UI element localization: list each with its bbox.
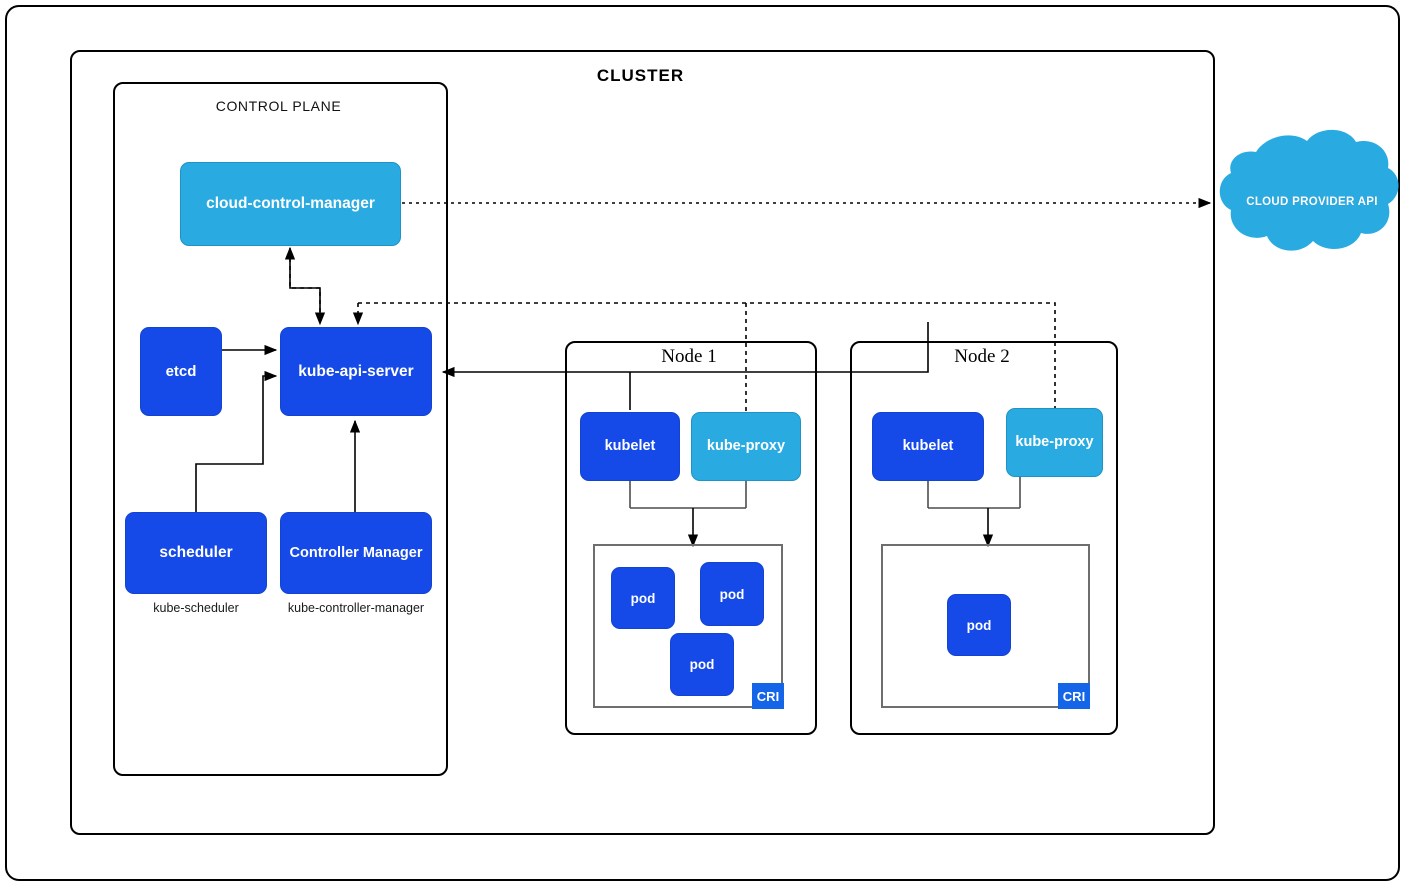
component-kube-api-server[interactable]: kube-api-server: [280, 327, 432, 416]
pod-label: pod: [966, 617, 992, 633]
component-label: kube-api-server: [298, 362, 414, 380]
cloud-provider-api-shape[interactable]: [1219, 129, 1399, 251]
component-etcd[interactable]: etcd: [140, 327, 222, 416]
component-label: Controller Manager: [289, 544, 423, 561]
caption-kube-controller-manager: kube-controller-manager: [287, 601, 425, 615]
control-plane-frame: [113, 82, 448, 776]
component-controller-manager[interactable]: Controller Manager: [280, 512, 432, 594]
node-2-kubelet[interactable]: kubelet: [872, 412, 984, 481]
outer-frame: [5, 5, 1400, 881]
component-label: cloud-control-manager: [206, 195, 375, 213]
node-component-label: kubelet: [902, 438, 954, 455]
node-1-pod-2[interactable]: pod: [700, 562, 764, 626]
pod-label: pod: [719, 586, 745, 602]
component-label: etcd: [165, 362, 197, 380]
node-1-cri-zone: [593, 544, 783, 708]
component-cloud-control-manager[interactable]: cloud-control-manager: [180, 162, 401, 246]
node-component-label: kube-proxy: [1015, 434, 1094, 451]
caption-kube-scheduler: kube-scheduler: [153, 601, 239, 615]
component-scheduler[interactable]: scheduler: [125, 512, 267, 594]
node-2-cri-badge: CRI: [1058, 683, 1090, 709]
cri-label: CRI: [756, 688, 780, 704]
node-component-label: kubelet: [604, 438, 656, 455]
node-1-kubelet[interactable]: kubelet: [580, 412, 680, 481]
cloud-provider-api-label: CLOUD PROVIDER API: [1246, 196, 1378, 208]
node-1-pod-1[interactable]: pod: [611, 567, 675, 629]
pod-label: pod: [689, 657, 715, 672]
cluster-title: CLUSTER: [596, 66, 685, 85]
node-component-label: kube-proxy: [706, 438, 786, 455]
node-1-pod-3[interactable]: pod: [670, 633, 734, 696]
node-2-pod-1[interactable]: pod: [947, 594, 1011, 656]
node-1-kube-proxy[interactable]: kube-proxy: [691, 412, 801, 481]
control-plane-title: CONTROL PLANE: [215, 98, 342, 114]
component-label: scheduler: [159, 544, 233, 562]
node-2-cri-zone: [881, 544, 1090, 708]
cluster-frame: [70, 50, 1215, 835]
node-2-kube-proxy[interactable]: kube-proxy: [1006, 408, 1103, 477]
cri-label: CRI: [1062, 688, 1086, 704]
node-1-cri-badge: CRI: [752, 683, 784, 709]
pod-label: pod: [630, 590, 656, 606]
